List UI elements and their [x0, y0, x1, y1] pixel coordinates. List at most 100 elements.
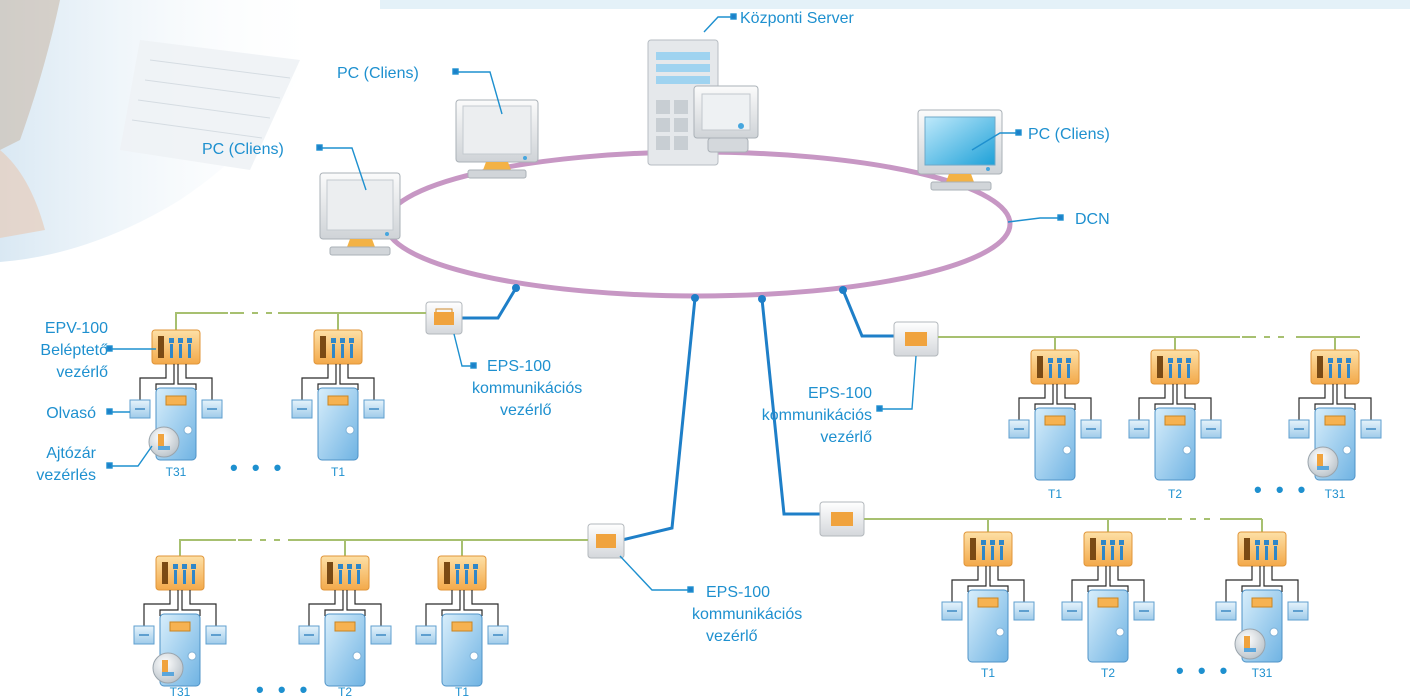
dcn-label: DCN [1075, 211, 1110, 228]
door-unit-top_left-1: T31 [129, 329, 223, 479]
epv-label-line2: Beléptető [40, 342, 108, 359]
wiring [1298, 384, 1372, 420]
terminal-label: T1 [1048, 487, 1062, 501]
reader-icon [205, 625, 227, 645]
door-unit-bottom_left-1: T31 [133, 555, 227, 698]
door-icon [317, 387, 359, 461]
door-icon [324, 613, 366, 687]
ajtozar-label-line2: vezérlés [36, 467, 96, 484]
wiring [301, 364, 375, 400]
terminal-label: T2 [1168, 487, 1182, 501]
reader-icon [941, 601, 963, 621]
reader-icon [129, 399, 151, 419]
wiring [308, 590, 382, 626]
dcn-links [460, 287, 896, 542]
door-unit-bottom_right-1: T1 [941, 531, 1035, 680]
reader-icon [1013, 601, 1035, 621]
pc-right-label: PC (Cliens) [1028, 126, 1110, 143]
reader-icon [1288, 419, 1310, 439]
reader-icon [415, 625, 437, 645]
bus-lines [175, 312, 1360, 556]
epv-100-controller-icon [1083, 531, 1133, 567]
door-icon [1087, 589, 1129, 663]
terminal-label: T31 [1252, 666, 1273, 680]
wiring [1225, 566, 1299, 602]
terminal-label: T31 [166, 465, 187, 479]
wiring [1071, 566, 1145, 602]
reader-icon [298, 625, 320, 645]
epv-100-controller-icon [1237, 531, 1287, 567]
door-lock-icon [1234, 628, 1266, 660]
pc-client-right-icon [917, 109, 1003, 191]
door-unit-top_right-1: T1 [1008, 349, 1102, 501]
epv-label-line1: EPV-100 [45, 320, 108, 337]
door-icon [1154, 407, 1196, 481]
epv-100-controller-icon [155, 555, 205, 591]
eps-left-label-line1: EPS-100 [487, 358, 551, 375]
dots-top-left: • • • [230, 455, 285, 480]
bus-dashes [230, 312, 1284, 541]
epv-label-line3: vezérlő [56, 364, 108, 381]
door-lock-icon [148, 426, 180, 458]
door-unit-bottom_right-3: T31 [1215, 531, 1309, 680]
eps-100-top-left-icon [425, 301, 463, 335]
door-icon [441, 613, 483, 687]
terminal-label: T1 [981, 666, 995, 680]
ajtozar-label-line1: Ajtózár [46, 445, 96, 462]
reader-icon [1080, 419, 1102, 439]
door-unit-top_left-2: T1 [291, 329, 385, 479]
olvaso-label: Olvasó [46, 405, 96, 422]
eps-right-label-line2: kommunikációs [762, 407, 872, 424]
door-unit-bottom_right-2: T2 [1061, 531, 1155, 680]
eps-bottom-label-line3: vezérlő [706, 628, 758, 645]
door-unit-bottom_left-3: T1 [415, 555, 509, 698]
leader-lines [106, 13, 1064, 593]
reader-icon [291, 399, 313, 419]
epv-100-controller-icon [320, 555, 370, 591]
reader-icon [1061, 601, 1083, 621]
reader-icon [1133, 601, 1155, 621]
epv-100-controller-icon [313, 329, 363, 365]
terminal-label: T2 [338, 685, 352, 698]
dots-bottom-right: • • • [1176, 658, 1231, 683]
epv-100-controller-icon [437, 555, 487, 591]
pc-client-top-left-icon [455, 99, 539, 179]
pc-left-label: PC (Cliens) [202, 141, 284, 158]
eps-100-right-icon [893, 321, 939, 357]
wiring [139, 364, 213, 400]
ring-junctions [512, 284, 847, 303]
dots-top-right: • • • [1254, 477, 1309, 502]
wiring [1018, 384, 1092, 420]
pc-top-left-label: PC (Cliens) [337, 65, 419, 82]
terminal-label: T31 [170, 685, 191, 698]
eps-100-bottom-left-icon [587, 523, 625, 559]
background-photo [0, 0, 1410, 262]
eps-left-label-line3: vezérlő [500, 402, 552, 419]
reader-icon [1128, 419, 1150, 439]
wiring [1138, 384, 1212, 420]
reader-icon [1360, 419, 1382, 439]
reader-icon [487, 625, 509, 645]
door-icon [967, 589, 1009, 663]
central-server-icon [647, 39, 759, 166]
reader-icon [201, 399, 223, 419]
dots-bottom-left: • • • [256, 677, 311, 698]
reader-icon [363, 399, 385, 419]
terminal-label: T2 [1101, 666, 1115, 680]
terminal-label: T31 [1325, 487, 1346, 501]
wiring [143, 590, 217, 626]
wiring [951, 566, 1025, 602]
reader-icon [370, 625, 392, 645]
epv-100-controller-icon [1030, 349, 1080, 385]
eps-bottom-label-line1: EPS-100 [706, 584, 770, 601]
eps-left-label-line2: kommunikációs [472, 380, 582, 397]
terminal-label: T1 [455, 685, 469, 698]
reader-icon [1287, 601, 1309, 621]
eps-right-label-line1: EPS-100 [808, 385, 872, 402]
door-lock-icon [152, 652, 184, 684]
reader-icon [133, 625, 155, 645]
door-icon [1034, 407, 1076, 481]
epv-100-controller-icon [1310, 349, 1360, 385]
